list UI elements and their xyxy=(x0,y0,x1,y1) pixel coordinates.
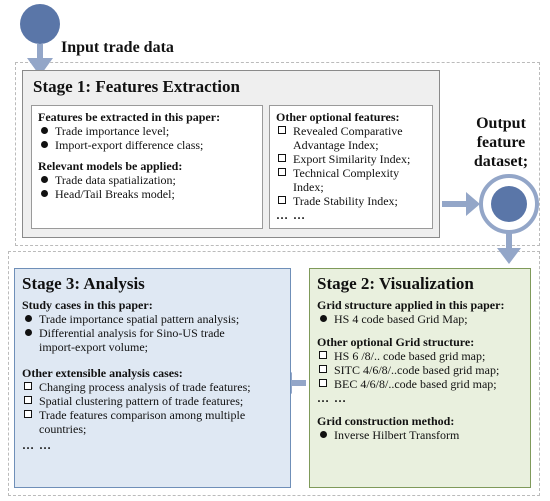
stage3-item: Spatial clustering pattern of trade feat… xyxy=(22,394,283,408)
stage1-left-item: Import-export difference class; xyxy=(38,138,256,152)
bullet-dot-icon xyxy=(41,141,48,148)
stage1-right-item: Technical Complexity Index; xyxy=(276,166,426,194)
stage1-left-item: Trade importance level; xyxy=(38,124,256,138)
stage2-heading-3: Grid construction method: xyxy=(317,414,455,428)
checkbox-bullet-icon xyxy=(319,365,327,373)
stage3-more: … … xyxy=(22,438,52,452)
stage3-item: Trade features comparison among multiple xyxy=(22,408,283,422)
stage3-box: Stage 3: Analysis Study cases in this pa… xyxy=(14,268,291,488)
stage1-right-more: … … xyxy=(276,208,306,222)
stage1-left-heading-2: Relevant models be applied: xyxy=(38,159,183,173)
stage3-item: Trade importance spatial pattern analysi… xyxy=(22,312,283,326)
stage1-box: Stage 1: Features Extraction Features be… xyxy=(22,70,440,238)
bullet-dot-icon xyxy=(320,315,327,322)
output-label-line-2: feature xyxy=(476,134,526,151)
stage2-item: Inverse Hilbert Transform xyxy=(317,428,523,442)
bottom-dashed-container xyxy=(8,251,540,496)
checkbox-bullet-icon xyxy=(278,196,286,204)
stage2-item: BEC 4/6/8/..code based grid map; xyxy=(317,377,523,391)
stage1-right-panel: Other optional features: Revealed Compar… xyxy=(269,105,433,229)
stage1-left-panel: Features be extracted in this paper: Tra… xyxy=(31,105,263,229)
bullet-dot-icon xyxy=(41,127,48,134)
checkbox-bullet-icon xyxy=(24,396,32,404)
bullet-dot-icon xyxy=(41,190,48,197)
stage3-item-cont: import-export volume; xyxy=(39,340,148,354)
stage2-item: HS 6 /8/.. code based grid map; xyxy=(317,349,523,363)
stage1-left-item: Head/Tail Breaks model; xyxy=(38,187,256,201)
stage1-right-item: Revealed Comparative xyxy=(276,124,426,138)
output-to-stage2-arrowhead xyxy=(497,248,521,264)
stage1-left-item: Trade data spatialization; xyxy=(38,173,256,187)
stage1-title: Stage 1: Features Extraction xyxy=(33,77,240,96)
stage2-heading-2: Other optional Grid structure: xyxy=(317,335,475,349)
stage3-item: Changing process analysis of trade featu… xyxy=(22,380,283,394)
output-label-line-3: dataset; xyxy=(473,153,529,170)
stage1-right-item-cont: Advantage Index; xyxy=(293,138,379,152)
checkbox-bullet-icon xyxy=(24,410,32,418)
stage3-item-cont: countries; xyxy=(39,422,87,436)
top-dashed-container xyxy=(15,62,540,246)
stage1-right-item: Export Similarity Index; xyxy=(276,152,426,166)
stage1-to-output-arrowhead xyxy=(466,192,480,216)
stage2-box: Stage 2: Visualization Grid structure ap… xyxy=(309,268,531,488)
checkbox-bullet-icon xyxy=(278,168,286,176)
output-label-line-1: Output xyxy=(476,115,526,132)
stage2-item: SITC 4/6/8/..code based grid map; xyxy=(317,363,523,377)
input-arrowhead xyxy=(27,58,53,76)
stage1-left-heading-1: Features be extracted in this paper: xyxy=(38,110,221,124)
checkbox-bullet-icon xyxy=(278,126,286,134)
stage3-item: Differential analysis for Sino-US trade xyxy=(22,326,283,340)
stage3-heading-1: Study cases in this paper: xyxy=(22,298,153,312)
bullet-dot-icon xyxy=(25,315,32,322)
checkbox-bullet-icon xyxy=(319,379,327,387)
stage3-heading-2: Other extensible analysis cases: xyxy=(22,366,183,380)
checkbox-bullet-icon xyxy=(319,351,327,359)
checkbox-bullet-icon xyxy=(278,154,286,162)
checkbox-bullet-icon xyxy=(24,382,32,390)
input-label: Input trade data xyxy=(61,39,174,56)
stage2-heading-1: Grid structure applied in this paper: xyxy=(317,298,505,312)
stage1-right-item: Trade Stability Index; xyxy=(276,194,426,208)
output-label: Output feature dataset; xyxy=(462,114,540,171)
bullet-dot-icon xyxy=(320,431,327,438)
bullet-dot-icon xyxy=(25,329,32,336)
stage2-title: Stage 2: Visualization xyxy=(317,274,474,293)
bullet-dot-icon xyxy=(41,176,48,183)
output-node-inner xyxy=(491,186,527,222)
stage1-right-heading: Other optional features: xyxy=(276,110,400,124)
input-node-circle xyxy=(20,4,60,44)
stage3-title: Stage 3: Analysis xyxy=(22,274,145,293)
stage2-item: HS 4 code based Grid Map; xyxy=(317,312,523,326)
stage2-more: … … xyxy=(317,391,347,405)
